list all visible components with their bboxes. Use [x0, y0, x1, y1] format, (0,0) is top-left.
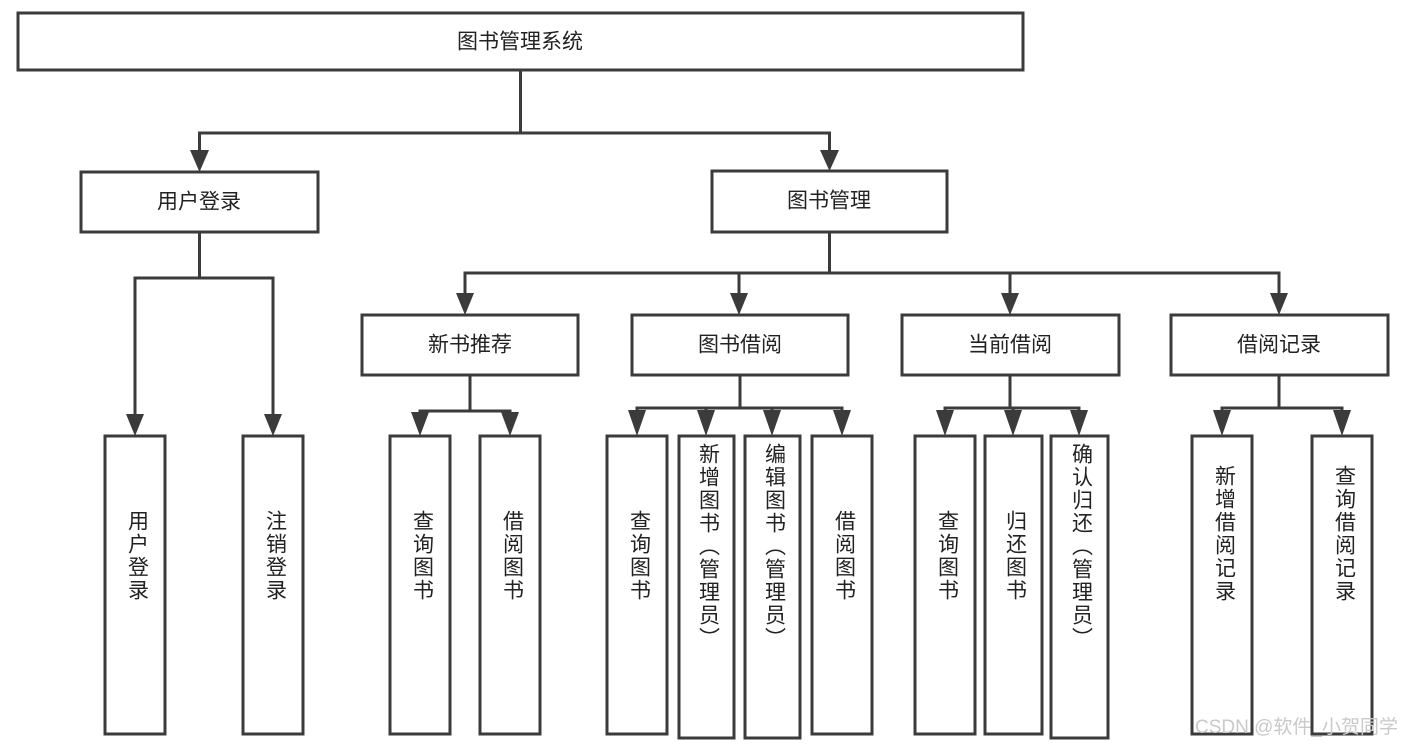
connector-layer [126, 68, 1351, 436]
node-leaf-logout[interactable]: 注销登录 [241, 434, 305, 736]
node-leaf-borrow-book-2[interactable]: 借阅图书 [810, 434, 874, 736]
node-current-borrow-label: 当前借阅 [968, 334, 1052, 357]
node-layer: 图书管理系统 用户登录 图书管理 新书推荐 图书借阅 当前 [16, 11, 1390, 740]
node-leaf-borrow-book-1[interactable]: 借阅图书 [478, 434, 542, 736]
node-leaf-query-book-1-box[interactable] [388, 434, 452, 736]
arrow-head-user-login [190, 150, 209, 172]
arrow-head-current-borrow [1001, 293, 1019, 315]
node-user-login[interactable]: 用户登录 [79, 170, 320, 234]
node-book-manage-label: 图书管理 [787, 190, 871, 213]
node-leaf-edit-book-box[interactable] [743, 434, 802, 740]
arrow-head-leaf-add-record [1213, 410, 1231, 436]
node-leaf-confirm-return-label: 确认归还（管理员） [1069, 443, 1093, 650]
node-leaf-user-login-label: 用户登录 [125, 510, 149, 602]
arrow-head-leaf-user-login [126, 414, 144, 436]
arrow-head-leaf-query-book-1 [411, 412, 429, 436]
arrow-head-leaf-logout [264, 414, 282, 436]
node-leaf-add-record-box[interactable] [1190, 434, 1254, 736]
node-leaf-query-book-1[interactable]: 查询图书 [388, 434, 452, 736]
node-leaf-query-book-3[interactable]: 查询图书 [913, 434, 977, 736]
node-leaf-user-login-box[interactable] [103, 434, 167, 736]
arrow-head-leaf-query-book-3 [936, 410, 954, 436]
node-borrow-record-box[interactable] [1169, 313, 1390, 377]
node-leaf-query-book-3-box[interactable] [913, 434, 977, 736]
arrow-head-leaf-borrow-book-2 [833, 410, 851, 436]
arrow-head-leaf-query-book-2 [628, 410, 646, 436]
node-leaf-return-book-box[interactable] [983, 434, 1044, 736]
node-leaf-add-record[interactable]: 新增借阅记录 [1190, 434, 1254, 736]
node-leaf-query-record[interactable]: 查询借阅记录 [1310, 434, 1374, 736]
node-leaf-query-record-box[interactable] [1310, 434, 1374, 736]
arrow-head-leaf-confirm-return [1070, 410, 1088, 436]
arrow-head-book-borrow [730, 293, 748, 315]
arrow-head-leaf-borrow-book-1 [501, 412, 519, 436]
node-book-borrow-label: 图书借阅 [698, 334, 782, 357]
node-leaf-add-book-label: 新增图书（管理员） [696, 443, 720, 650]
node-new-book-recommend-label: 新书推荐 [428, 334, 512, 357]
arrow-head-leaf-edit-book [763, 410, 781, 436]
node-leaf-add-record-label: 新增借阅记录 [1212, 465, 1236, 603]
node-leaf-return-book[interactable]: 归还图书 [983, 434, 1044, 736]
node-current-borrow[interactable]: 当前借阅 [900, 313, 1121, 377]
node-user-login-box[interactable] [79, 170, 320, 234]
node-root-box[interactable] [16, 11, 1025, 72]
node-leaf-logout-box[interactable] [241, 434, 305, 736]
node-leaf-logout-label: 注销登录 [263, 510, 287, 602]
node-leaf-confirm-return[interactable]: 确认归还（管理员） [1049, 434, 1110, 740]
node-book-manage-box[interactable] [710, 169, 949, 234]
node-root[interactable]: 图书管理系统 [16, 11, 1025, 72]
csdn-watermark: CSDN @软件_小贺同学 [1195, 716, 1398, 738]
node-new-book-recommend-box[interactable] [360, 313, 580, 377]
node-root-label: 图书管理系统 [457, 31, 583, 54]
node-user-login-label: 用户登录 [157, 191, 241, 214]
node-leaf-add-book-box[interactable] [677, 434, 736, 740]
arrow-head-leaf-add-book [697, 410, 715, 436]
node-new-book-recommend[interactable]: 新书推荐 [360, 313, 580, 377]
node-leaf-query-book-3-label: 查询图书 [935, 510, 959, 602]
node-leaf-query-record-label: 查询借阅记录 [1332, 465, 1356, 603]
arrow-head-book-manage [820, 150, 839, 171]
arrow-head-new-book-recommend [456, 293, 474, 315]
arrow-head-borrow-record [1270, 293, 1288, 315]
node-leaf-query-book-2-label: 查询图书 [627, 510, 651, 602]
node-book-borrow-box[interactable] [630, 313, 850, 377]
node-leaf-borrow-book-1-label: 借阅图书 [500, 510, 524, 602]
node-leaf-user-login[interactable]: 用户登录 [103, 434, 167, 736]
arrow-head-leaf-return-book [1004, 410, 1022, 436]
node-leaf-edit-book[interactable]: 编辑图书（管理员） [743, 434, 802, 740]
node-leaf-query-book-2-box[interactable] [605, 434, 669, 736]
node-book-manage[interactable]: 图书管理 [710, 169, 949, 234]
node-leaf-borrow-book-1-box[interactable] [478, 434, 542, 736]
node-leaf-borrow-book-2-label: 借阅图书 [832, 510, 856, 602]
node-book-borrow[interactable]: 图书借阅 [630, 313, 850, 377]
node-leaf-query-book-2[interactable]: 查询图书 [605, 434, 669, 736]
node-leaf-edit-book-label: 编辑图书（管理员） [762, 443, 786, 650]
node-borrow-record[interactable]: 借阅记录 [1169, 313, 1390, 377]
node-borrow-record-label: 借阅记录 [1237, 334, 1321, 357]
node-leaf-add-book[interactable]: 新增图书（管理员） [677, 434, 736, 740]
arrow-head-leaf-query-record [1333, 410, 1351, 436]
node-leaf-confirm-return-box[interactable] [1049, 434, 1110, 740]
node-leaf-query-book-1-label: 查询图书 [410, 510, 434, 602]
node-leaf-return-book-label: 归还图书 [1003, 510, 1027, 602]
node-current-borrow-box[interactable] [900, 313, 1121, 377]
node-leaf-borrow-book-2-box[interactable] [810, 434, 874, 736]
